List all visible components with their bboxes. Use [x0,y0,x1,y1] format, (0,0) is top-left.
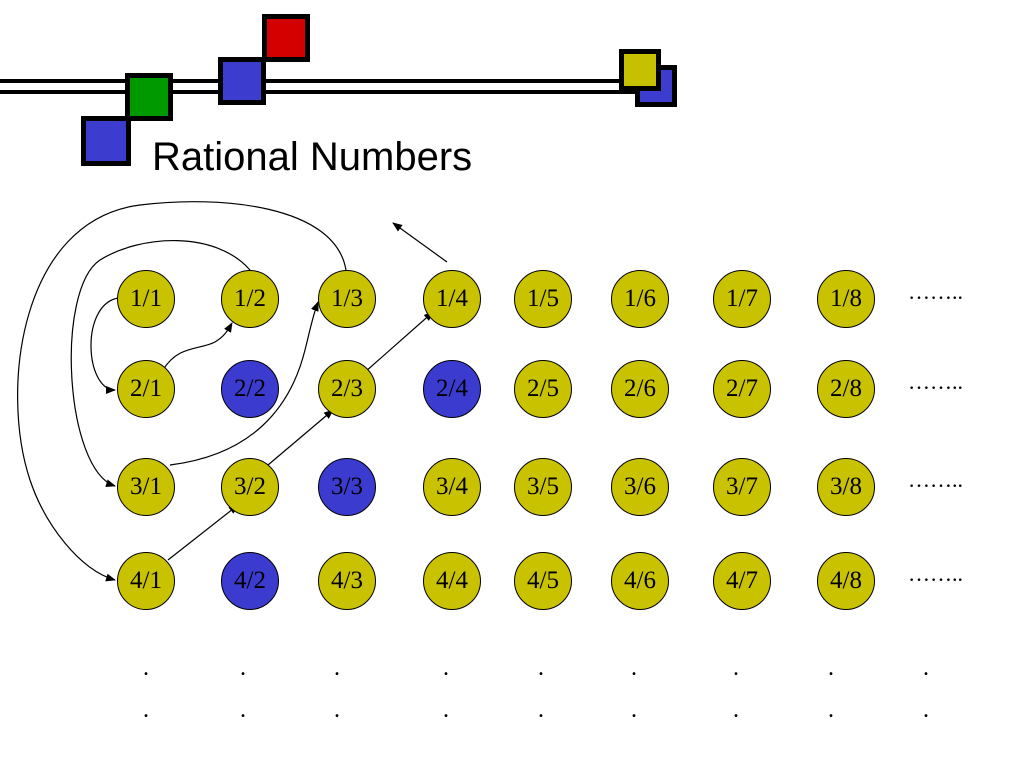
rational-node: 3/2 [221,458,279,516]
rational-node: 4/1 [117,552,175,610]
yellow-square-decoration [619,49,661,91]
rational-node: 3/5 [514,458,572,516]
rational-node: 2/1 [117,360,175,418]
header-line-bottom [0,90,642,94]
rational-node: 1/3 [318,270,376,328]
arrow-3-1-to-1-3 [169,301,319,466]
continuation-dot: . [143,655,149,681]
continuation-dot: . [538,697,544,723]
arrow-1-3-to-4-1 [17,201,347,582]
continuation-dot: . [733,697,739,723]
row-ellipsis: …….. [908,467,963,492]
continuation-dot: . [443,655,449,681]
rational-node: 1/4 [423,270,481,328]
duplicate-rational-node: 3/3 [318,458,376,516]
arrow-2-3-to-1-4 [364,311,434,373]
continuation-dot: . [334,655,340,681]
continuation-dot: . [631,655,637,681]
rational-node: 1/5 [514,270,572,328]
arrow-2-1-to-1-2 [162,322,233,371]
continuation-dot: . [240,655,246,681]
duplicate-rational-node: 4/2 [221,552,279,610]
duplicate-rational-node: 2/2 [221,360,279,418]
row-ellipsis: …….. [908,369,963,394]
rational-node: 1/2 [221,270,279,328]
rational-node: 4/6 [611,552,669,610]
rational-node: 1/6 [611,270,669,328]
rational-node: 2/6 [611,360,669,418]
rational-node: 4/3 [318,552,376,610]
rational-node: 2/5 [514,360,572,418]
continuation-dot: . [923,697,929,723]
rational-node: 4/7 [713,552,771,610]
rational-node: 4/4 [423,552,481,610]
continuation-dot: . [538,655,544,681]
rational-node: 2/8 [817,360,875,418]
rational-node: 2/3 [318,360,376,418]
arrow-3-2-to-2-3 [267,409,334,466]
rational-node: 1/1 [117,270,175,328]
rational-node: 3/8 [817,458,875,516]
duplicate-rational-node: 2/4 [423,360,481,418]
row-ellipsis: …….. [908,561,963,586]
rational-node: 1/7 [713,270,771,328]
continuation-dot: . [923,655,929,681]
continuation-dot: . [828,697,834,723]
arrow-continue [392,222,448,263]
arrow-4-1-to-3-2 [167,504,239,561]
continuation-dot: . [143,697,149,723]
blue-square-decoration [218,57,266,105]
continuation-dot: . [334,697,340,723]
rational-node: 3/1 [117,458,175,516]
red-square-decoration [262,14,310,62]
rational-node: 3/6 [611,458,669,516]
continuation-dot: . [443,697,449,723]
continuation-dot: . [631,697,637,723]
green-square-decoration [125,73,173,121]
continuation-dot: . [828,655,834,681]
rational-node: 2/7 [713,360,771,418]
continuation-dot: . [733,655,739,681]
rational-node: 1/8 [817,270,875,328]
rational-node: 3/4 [423,458,481,516]
blue-square-decoration-small [81,116,131,166]
header-line-top [0,79,642,83]
row-ellipsis: …….. [908,279,963,304]
arrow-1-1-to-2-1 [90,297,119,394]
slide-title: Rational Numbers [152,135,473,179]
continuation-dot: . [240,697,246,723]
rational-node: 3/7 [713,458,771,516]
arrow-1-2-to-3-1 [70,240,251,488]
rational-node: 4/5 [514,552,572,610]
rational-node: 4/8 [817,552,875,610]
